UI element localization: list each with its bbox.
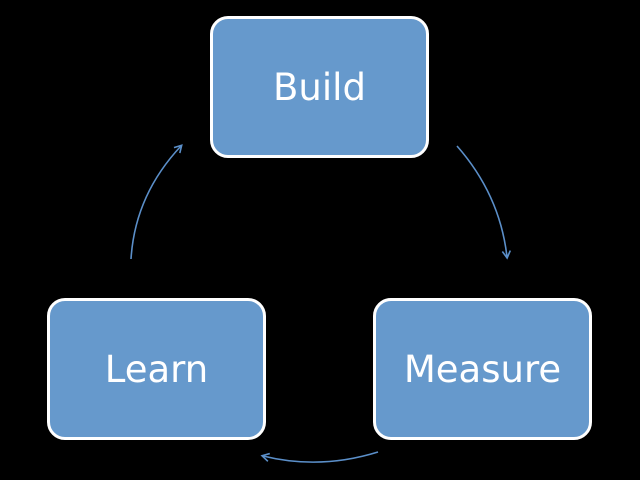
arrow-learn-to-build bbox=[130, 144, 183, 260]
arrow-build-to-measure bbox=[456, 145, 512, 260]
node-learn: Learn bbox=[47, 298, 266, 440]
node-build: Build bbox=[210, 16, 429, 158]
node-learn-label: Learn bbox=[104, 347, 209, 391]
node-measure: Measure bbox=[373, 298, 592, 440]
arrow-measure-to-learn bbox=[260, 451, 379, 463]
node-build-label: Build bbox=[273, 65, 366, 109]
node-measure-label: Measure bbox=[403, 347, 562, 391]
